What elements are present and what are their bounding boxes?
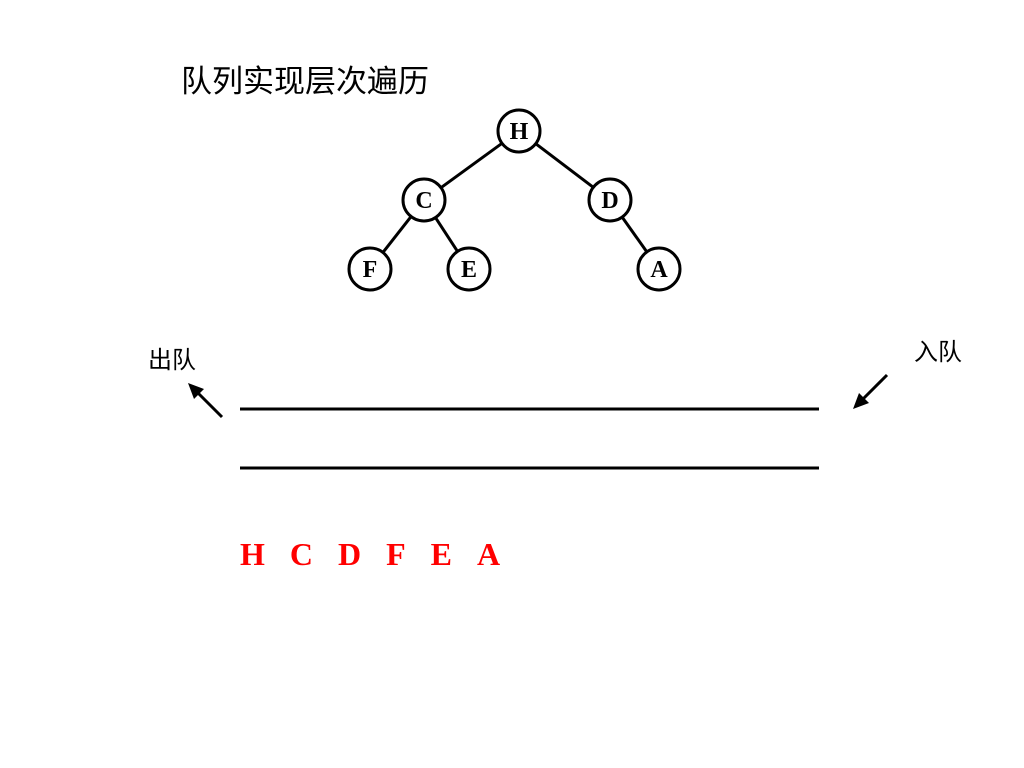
tree-edge-C-E: [434, 216, 459, 253]
result-letter: H: [240, 536, 265, 572]
enqueue-arrow-icon: [853, 373, 889, 409]
result-letter: D: [338, 536, 362, 572]
tree-node-E: E: [446, 246, 492, 292]
tree-node-H: H: [496, 108, 542, 154]
tree-node-circle: [446, 246, 492, 292]
tree-node-F: F: [347, 246, 393, 292]
tree-node-circle: [636, 246, 682, 292]
result-letter: F: [386, 536, 406, 572]
tree-node-A: A: [636, 246, 682, 292]
tree-edge-C-F: [381, 215, 413, 254]
tree-node-label: C: [415, 188, 432, 214]
tree-edges: [381, 142, 649, 254]
tree-node-label: H: [510, 119, 529, 145]
result-letter: C: [289, 536, 313, 572]
tree-node-C: C: [401, 177, 447, 223]
tree-node-label: E: [461, 257, 477, 283]
dequeue-label: 出队: [148, 346, 196, 374]
enqueue-label: 入队: [914, 338, 962, 366]
tree-edge-H-C: [440, 142, 503, 189]
dequeue-arrow-icon: [188, 383, 224, 419]
tree-node-label: F: [363, 257, 378, 283]
tree-node-label: A: [650, 257, 668, 283]
result-letter: A: [477, 536, 501, 572]
tree-edge-D-A: [620, 216, 649, 253]
tree-node-circle: [401, 177, 447, 223]
tree-node-label: D: [601, 188, 618, 214]
result-letter: E: [430, 536, 452, 572]
tree-node-circle: [587, 177, 633, 223]
tree-nodes: H C D F E A: [347, 108, 682, 292]
tree-node-circle: [347, 246, 393, 292]
tree-node-D: D: [587, 177, 633, 223]
tree-node-circle: [496, 108, 542, 154]
tree-edge-H-D: [534, 142, 595, 189]
slide-title: 队列实现层次遍历: [181, 64, 429, 100]
